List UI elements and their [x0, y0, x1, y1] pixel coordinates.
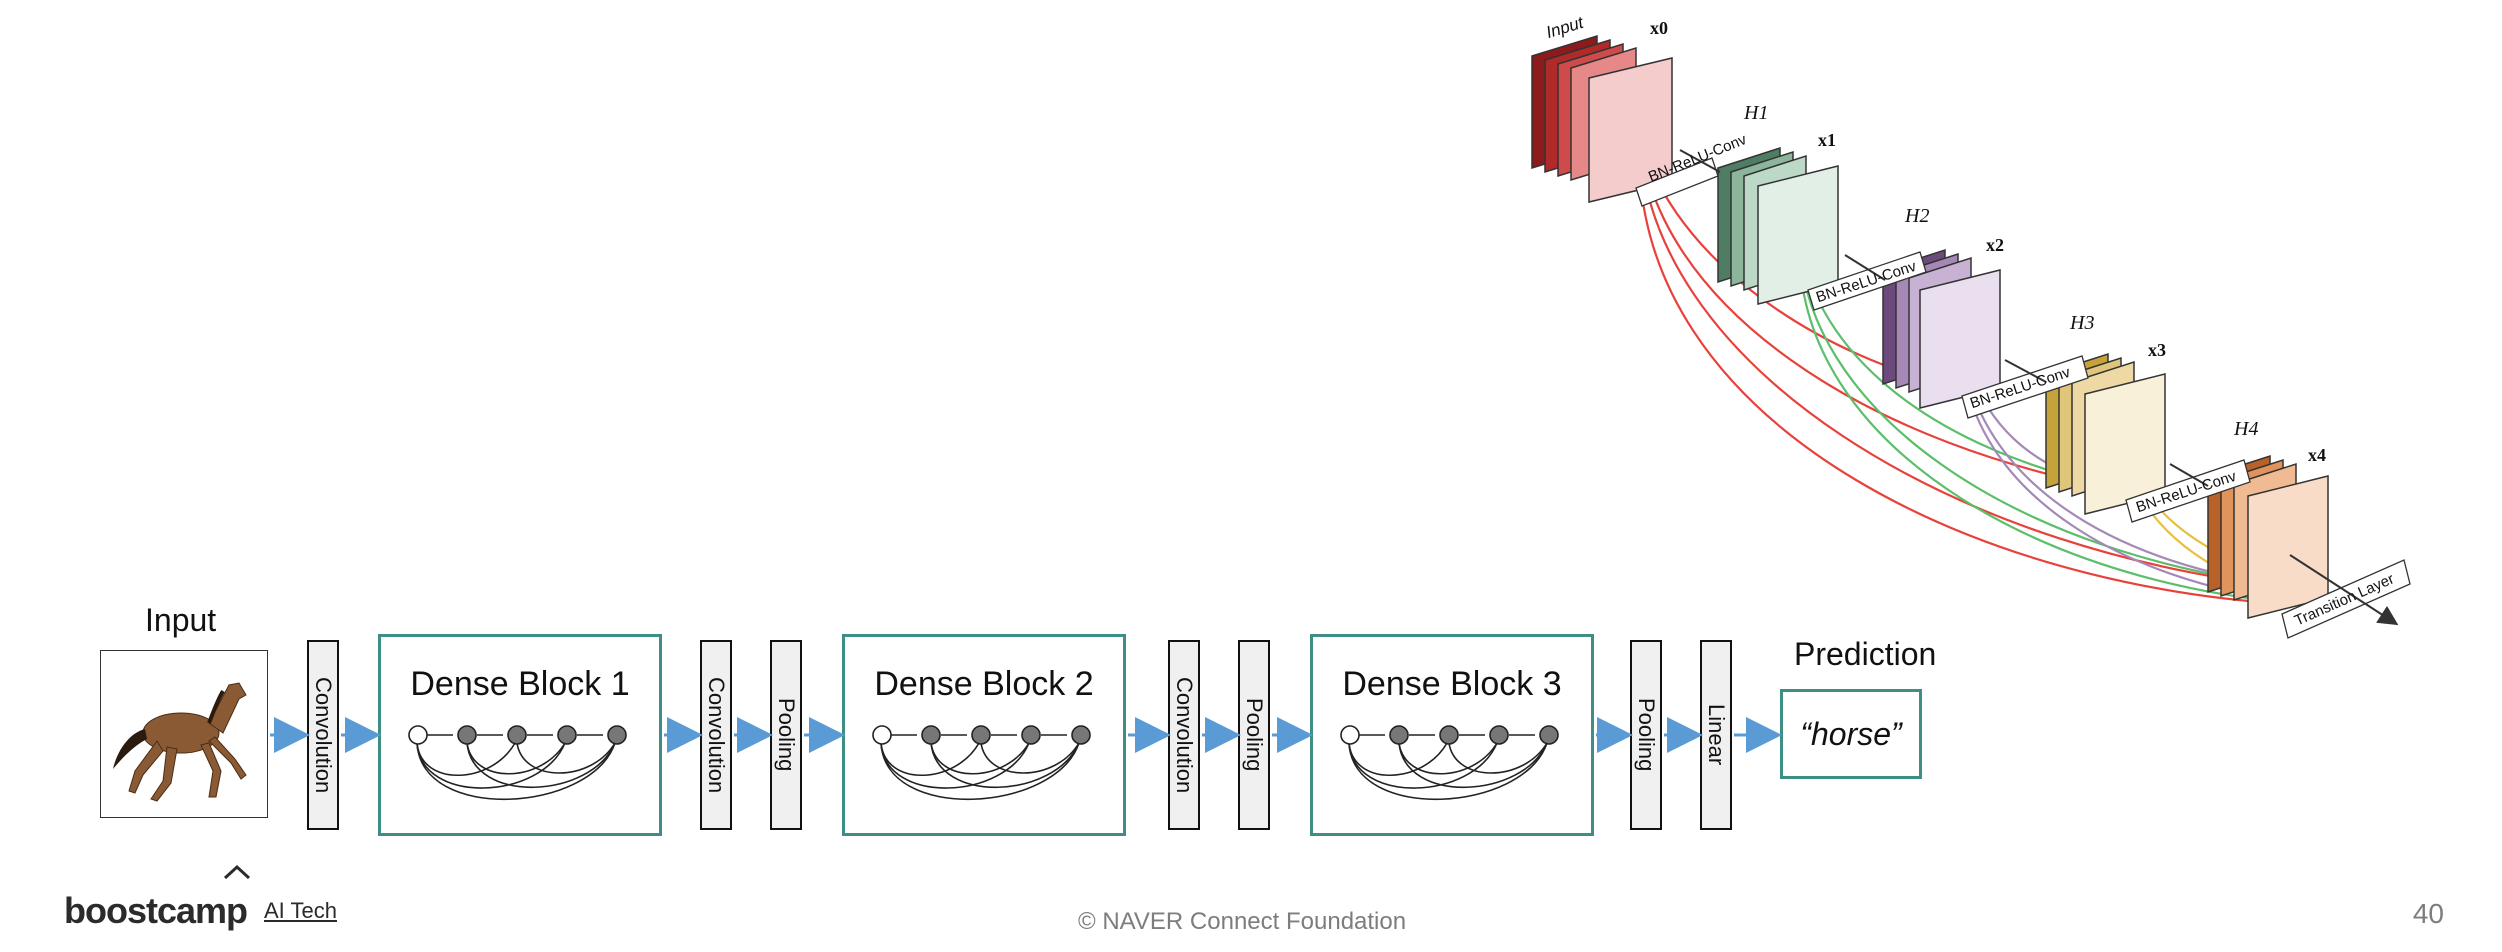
input-label: Input: [145, 602, 217, 638]
label-h2: H2: [1905, 205, 1930, 227]
dense-block-3-title: Dense Block 3: [1342, 665, 1562, 703]
bn-relu-conv-box-3: [1961, 355, 2089, 419]
bn-relu-conv-box-1: [1635, 157, 1719, 207]
feature-x2-stack: [1882, 248, 2001, 409]
dense-block-3: Dense Block 3: [1310, 634, 1594, 836]
prediction-label: Prediction: [1794, 636, 1937, 672]
horse-image: [100, 650, 268, 818]
dense-block-3-graph: [1340, 725, 1559, 801]
label-x3: x3: [2148, 340, 2166, 360]
pooling-layer-3: Pooling: [1238, 640, 1270, 830]
dense-block-1-graph: [408, 725, 627, 801]
pooling-layer-2: Pooling: [770, 640, 802, 830]
brand-hat-icon: [223, 864, 251, 880]
feature-x0-stack: [1531, 34, 1673, 203]
page-number: 40: [2412, 898, 2444, 929]
feature-x4-stack: [2207, 454, 2329, 619]
prediction-value: “horse”: [1800, 715, 1902, 752]
feature-x1-stack: [1717, 146, 1839, 305]
label-x2: x2: [1986, 235, 2004, 255]
label-h4: H4: [2234, 418, 2259, 440]
transition-layer-box: [2281, 559, 2411, 639]
dense-block-1-title: Dense Block 1: [410, 665, 630, 703]
label-x0: x0: [1650, 18, 1668, 38]
label-h3: H3: [2070, 312, 2095, 334]
convolution-layer-3: Convolution: [1168, 640, 1200, 830]
label-x1: x1: [1818, 130, 1836, 150]
feature-x3-stack: [2045, 352, 2166, 515]
label-x4: x4: [2308, 445, 2326, 465]
dense-block-2-graph: [872, 725, 1091, 801]
label-h1: H1: [1744, 102, 1769, 124]
prediction-box: “horse”: [1780, 689, 1922, 779]
bn-relu-conv-box-4: [2125, 459, 2251, 523]
bn-relu-conv-box-2: [1807, 251, 1927, 311]
brand-logo: boostcamp: [64, 890, 248, 931]
dense-block-2-title: Dense Block 2: [874, 665, 1094, 703]
brand-subtitle: AI Tech: [264, 898, 337, 923]
copyright-text: © NAVER Connect Foundation: [1078, 908, 1407, 935]
dense-block-1: Dense Block 1: [378, 634, 662, 836]
